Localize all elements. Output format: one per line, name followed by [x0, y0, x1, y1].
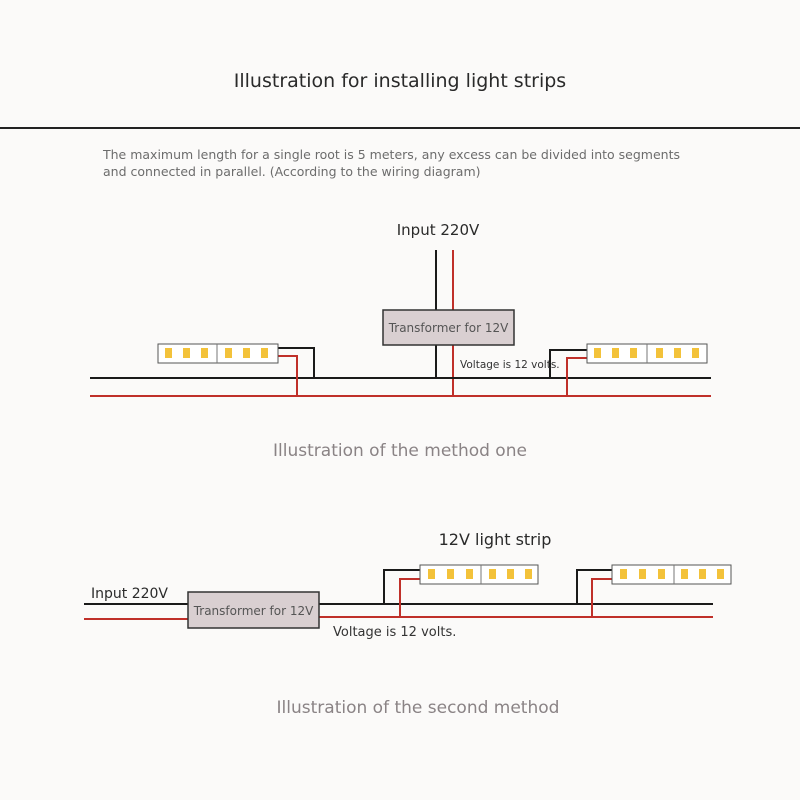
led-chip	[201, 348, 208, 358]
transformer-label: Transformer for 12V	[193, 604, 314, 618]
voltage-label: Voltage is 12 volts.	[460, 359, 560, 371]
length-note: The maximum length for a single root is …	[103, 147, 681, 179]
led-chip	[699, 569, 706, 579]
left-light-strip	[157, 343, 279, 364]
method-two-diagram: Transformer for 12V Input 220V Voltage i…	[84, 530, 732, 640]
transformer-box	[187, 591, 320, 629]
method-one-caption: Illustration of the method one	[273, 441, 527, 461]
led-chip	[717, 569, 724, 579]
led-chip	[183, 348, 190, 358]
led-chip	[656, 348, 663, 358]
title-divider	[0, 127, 800, 129]
strip2-wire-black	[576, 569, 612, 604]
led-chip	[525, 569, 532, 579]
right-strip-wire-black	[549, 349, 587, 378]
strip1-wire-red	[399, 578, 420, 617]
right-strip-wire-red	[566, 357, 587, 396]
strip1-wire-black	[383, 569, 420, 604]
led-chip	[261, 348, 268, 358]
led-chip	[612, 348, 619, 358]
led-chip	[428, 569, 435, 579]
transformer-box	[382, 309, 515, 346]
led-chip	[489, 569, 496, 579]
transformer-label: Transformer for 12V	[388, 321, 509, 335]
led-chip	[447, 569, 454, 579]
led-chip	[507, 569, 514, 579]
page-title: Illustration for installing light strips	[233, 70, 567, 92]
right-light-strip	[586, 343, 708, 364]
voltage-label: Voltage is 12 volts.	[333, 625, 456, 640]
light-strip-label: 12V light strip	[439, 530, 552, 549]
led-chip	[692, 348, 699, 358]
method-one-diagram: Transformer for 12V Input 220V Voltage i…	[90, 221, 711, 397]
led-chip	[594, 348, 601, 358]
led-chip	[225, 348, 232, 358]
led-chip	[639, 569, 646, 579]
led-chip	[674, 348, 681, 358]
led-chip	[243, 348, 250, 358]
second-light-strip	[611, 564, 732, 585]
method-two-caption: Illustration of the second method	[276, 698, 560, 718]
strip2-wire-red	[591, 578, 612, 617]
led-chip	[466, 569, 473, 579]
led-chip	[630, 348, 637, 358]
led-chip	[681, 569, 688, 579]
input-label: Input 220V	[91, 586, 168, 602]
led-chip	[165, 348, 172, 358]
left-strip-wire-black	[278, 347, 315, 378]
led-chip	[620, 569, 627, 579]
led-chip	[658, 569, 665, 579]
left-strip-wire-red	[278, 355, 298, 396]
first-light-strip	[419, 564, 539, 585]
input-label: Input 220V	[397, 221, 480, 239]
